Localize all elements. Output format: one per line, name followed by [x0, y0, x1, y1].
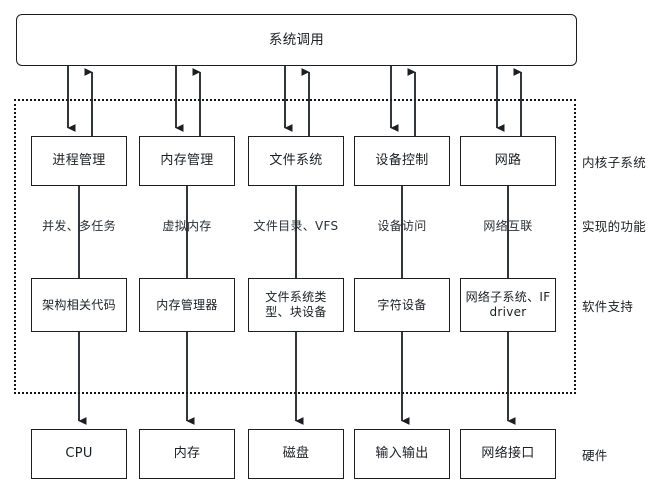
- side-label-implemented-functions: 实现的功能: [582, 219, 647, 234]
- hardware-box-io[interactable]: 输入输出: [354, 429, 450, 479]
- software-box-label: 字符设备: [377, 297, 427, 312]
- hardware-box-label: 输入输出: [375, 445, 429, 461]
- kernel-box-memory-management[interactable]: 内存管理: [139, 136, 235, 186]
- side-label-hardware: 硬件: [582, 448, 608, 463]
- software-box-arch-specific-code[interactable]: 架构相关代码: [31, 278, 127, 332]
- kernel-box-label: 设备控制: [375, 152, 429, 168]
- hardware-box-label: 网络接口: [481, 445, 535, 461]
- software-box-label: 网络子系统、IF driver: [465, 290, 551, 319]
- hardware-box-memory[interactable]: 内存: [139, 429, 235, 479]
- software-box-character-devices[interactable]: 字符设备: [354, 278, 450, 332]
- hardware-box-disk[interactable]: 磁盘: [248, 429, 344, 479]
- kernel-box-label: 内存管理: [160, 152, 214, 168]
- software-box-network-subsystem-if-driver[interactable]: 网络子系统、IF driver: [460, 278, 556, 332]
- hardware-box-cpu[interactable]: CPU: [31, 429, 127, 479]
- kernel-box-label: 文件系统: [269, 152, 323, 168]
- kernel-box-device-control[interactable]: 设备控制: [354, 136, 450, 186]
- kernel-box-file-system[interactable]: 文件系统: [248, 136, 344, 186]
- hardware-box-label: CPU: [65, 445, 93, 461]
- kernel-box-label: 网路: [494, 152, 522, 168]
- software-box-label: 内存管理器: [156, 297, 218, 312]
- side-label-software-support: 软件支持: [582, 299, 634, 314]
- side-label-kernel-subsystems: 内核子系统: [582, 155, 647, 170]
- function-text-file-directory-vfs: 文件目录、VFS: [253, 219, 339, 233]
- software-box-memory-manager[interactable]: 内存管理器: [139, 278, 235, 332]
- system-call-bar[interactable]: 系统调用: [16, 14, 577, 66]
- function-text-concurrency-multitask: 并发、多任务: [42, 219, 116, 233]
- software-box-label: 架构相关代码: [42, 297, 116, 312]
- function-text-network-interconnect: 网络互联: [483, 219, 533, 233]
- function-text-device-access: 设备访问: [377, 219, 427, 233]
- kernel-box-process-management[interactable]: 进程管理: [31, 136, 127, 186]
- system-call-bar-label: 系统调用: [268, 31, 325, 48]
- kernel-box-label: 进程管理: [52, 152, 106, 168]
- kernel-space-region: [14, 99, 576, 394]
- kernel-box-network[interactable]: 网路: [460, 136, 556, 186]
- software-box-label: 文件系统类型、块设备: [265, 290, 327, 319]
- function-text-virtual-memory: 虚拟内存: [162, 219, 212, 233]
- hardware-box-network-interface[interactable]: 网络接口: [460, 429, 556, 479]
- hardware-box-label: 内存: [173, 445, 201, 461]
- software-box-filesystem-types-block-devices[interactable]: 文件系统类型、块设备: [248, 278, 344, 332]
- hardware-box-label: 磁盘: [282, 445, 310, 461]
